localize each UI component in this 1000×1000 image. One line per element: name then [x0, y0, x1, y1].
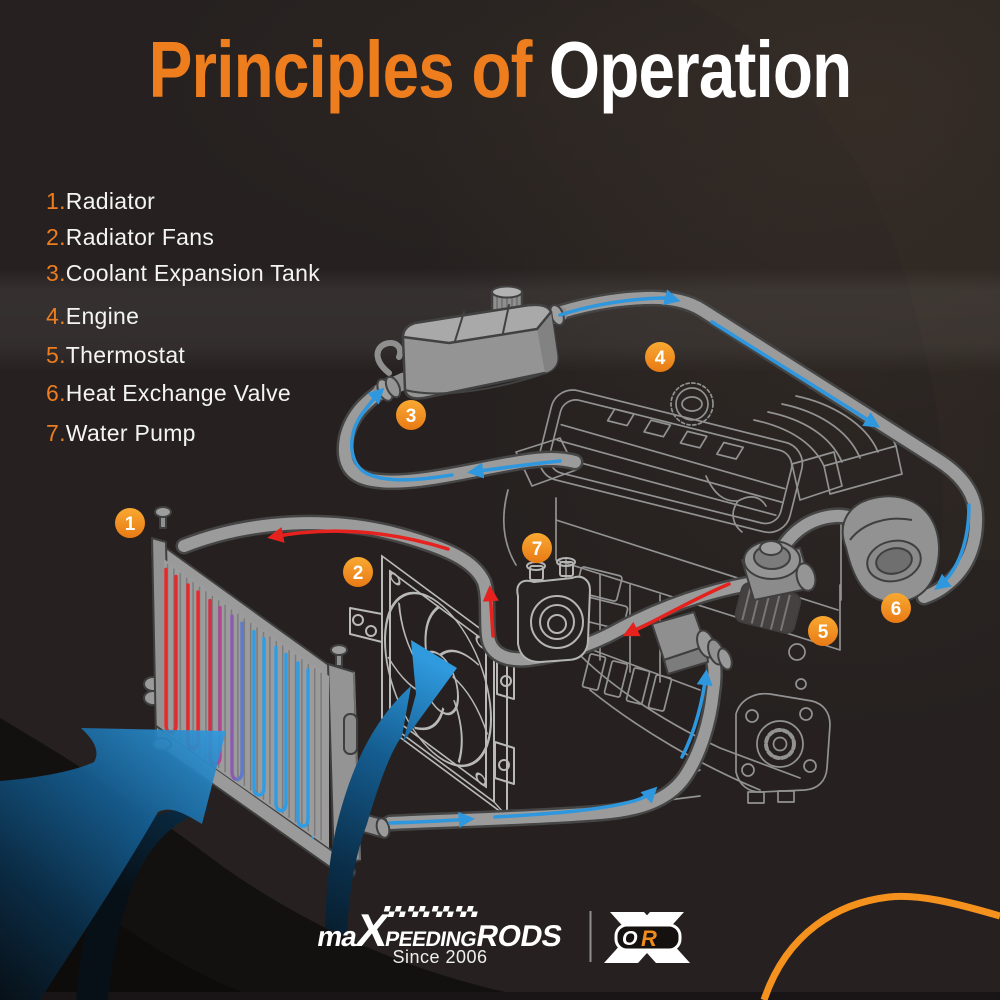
svg-text:4: 4: [655, 348, 666, 369]
svg-text:5: 5: [818, 622, 829, 643]
svg-text:R: R: [641, 926, 657, 951]
svg-text:6: 6: [891, 599, 902, 620]
svg-text:O: O: [622, 928, 638, 950]
svg-text:1: 1: [125, 514, 136, 535]
svg-text:3: 3: [406, 406, 417, 427]
svg-text:2: 2: [353, 563, 364, 584]
svg-text:7: 7: [532, 539, 543, 560]
